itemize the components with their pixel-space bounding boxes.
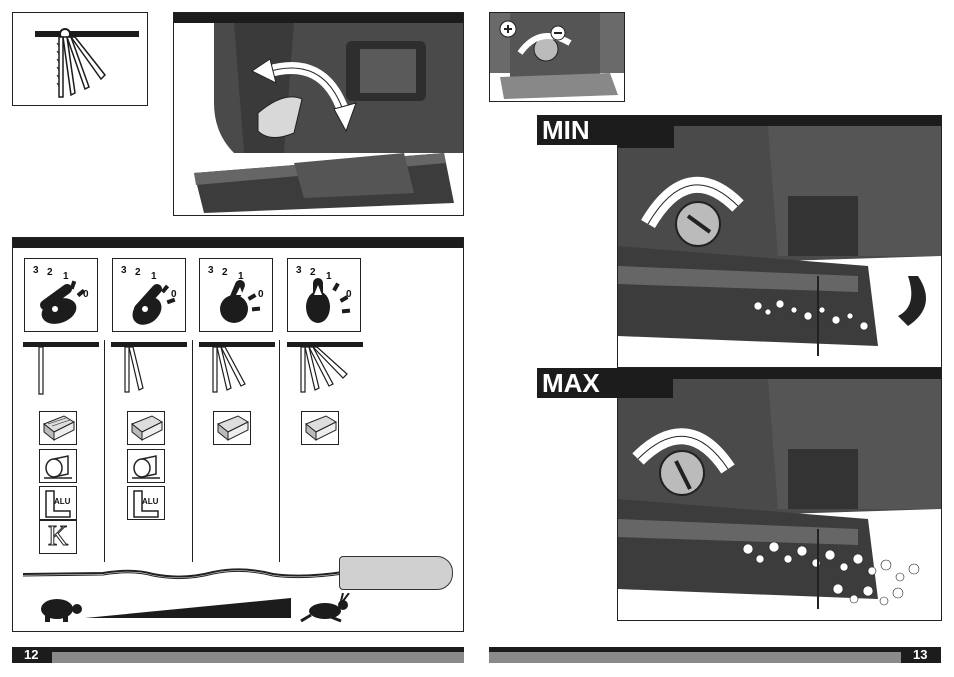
aluminium-profile-icon-2: ALU bbox=[127, 486, 165, 520]
dial-number-1: 1 bbox=[326, 271, 332, 282]
dial-number-0: 0 bbox=[83, 289, 89, 300]
pendulum-blade-figure bbox=[12, 12, 148, 106]
jigsaw-handle-icon bbox=[339, 556, 453, 590]
dust-knob-photo bbox=[489, 12, 625, 102]
alu-label: ALU bbox=[54, 497, 70, 506]
rabbit-icon bbox=[297, 593, 353, 623]
setting-1-dial: 3 2 1 0 bbox=[199, 258, 273, 332]
dial-number-3: 3 bbox=[208, 265, 214, 276]
setting-3-dial: 3 2 1 0 bbox=[24, 258, 98, 332]
dial-number-0: 0 bbox=[258, 289, 264, 300]
dial-number-2: 2 bbox=[222, 267, 228, 278]
aluminium-profile-icon: ALU bbox=[39, 486, 77, 520]
dial-number-2: 2 bbox=[135, 267, 141, 278]
turtle-icon bbox=[31, 593, 83, 623]
setting-0-dial: 3 2 1 0 bbox=[287, 258, 361, 332]
dial-number-3: 3 bbox=[33, 265, 39, 276]
plastic-pipe-icon-2 bbox=[127, 449, 165, 483]
setting-2-dial: 3 2 1 0 bbox=[112, 258, 186, 332]
dial-number-2: 2 bbox=[310, 267, 316, 278]
left-page-footer: 12 bbox=[12, 647, 464, 663]
dust-min-photo: MIN bbox=[617, 115, 942, 368]
min-title: MIN bbox=[537, 115, 673, 145]
wood-icon-4 bbox=[301, 411, 339, 445]
right-page-footer: 13 bbox=[489, 647, 941, 663]
dust-max-photo bbox=[617, 368, 942, 621]
plastic-pipe-icon bbox=[39, 449, 77, 483]
dial-number-1: 1 bbox=[63, 271, 69, 282]
wood-icon bbox=[39, 411, 77, 445]
dial-number-3: 3 bbox=[121, 265, 127, 276]
dial-number-2: 2 bbox=[47, 267, 53, 278]
dial-number-1: 1 bbox=[151, 271, 157, 282]
pendulum-lever-photo bbox=[173, 12, 464, 216]
page-number-right: 13 bbox=[913, 647, 927, 663]
blade-angle-row bbox=[13, 338, 464, 400]
page-number-left: 12 bbox=[24, 647, 38, 663]
speed-ramp bbox=[33, 590, 453, 626]
pendulum-settings-panel: 3 2 1 0 3 2 1 0 3 2 1 0 bbox=[12, 237, 464, 632]
alu-label-2: ALU bbox=[142, 497, 158, 506]
dial-number-1: 1 bbox=[238, 271, 244, 282]
dial-number-0: 0 bbox=[171, 289, 177, 300]
dial-number-0: 0 bbox=[346, 289, 352, 300]
wood-icon-2 bbox=[127, 411, 165, 445]
dial-number-3: 3 bbox=[296, 265, 302, 276]
max-title: MAX bbox=[537, 368, 673, 398]
wood-icon-3 bbox=[213, 411, 251, 445]
